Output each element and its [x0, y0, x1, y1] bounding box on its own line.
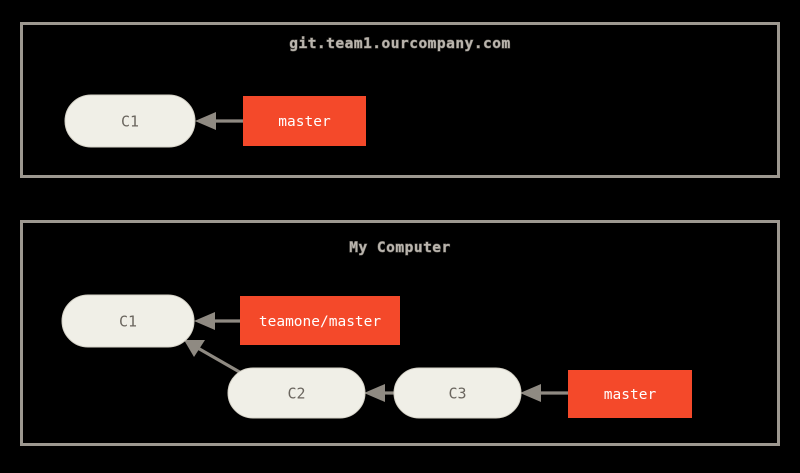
branch-shape [240, 296, 400, 345]
arrow-head [364, 384, 385, 402]
panel-remote-server: git.team1.ourcompany.com C1 master [20, 22, 780, 178]
commit-label: C1 [119, 313, 137, 331]
branch-label: teamone/master [259, 314, 381, 330]
commit-node-c1-remote: C1 [64, 94, 196, 148]
commit-shape [393, 367, 522, 419]
arrow-head [520, 384, 541, 402]
commit-shape [227, 367, 366, 419]
commit-label: C3 [448, 385, 466, 403]
commit-node-c3-local: C3 [393, 367, 522, 419]
commit-node-c2-local: C2 [227, 367, 366, 419]
commit-node-c1-local: C1 [61, 294, 195, 348]
arrow-head [184, 340, 205, 357]
arrow-master-to-c1-remote [195, 112, 243, 130]
branch-shape [568, 370, 692, 418]
arrow-c3-to-c2-local [364, 384, 394, 402]
panel-title-local-computer: My Computer [349, 240, 451, 256]
commit-shape [61, 294, 195, 348]
arrow-head [194, 312, 215, 330]
panel-title-remote-server: git.team1.ourcompany.com [289, 36, 511, 52]
panel-frame-remote-server [20, 22, 780, 178]
commit-label: C2 [287, 385, 305, 403]
branch-label: master [278, 114, 331, 130]
branch-label: master [604, 387, 657, 403]
arrow-teamone-master-to-c1-local [194, 312, 240, 330]
arrow-head [195, 112, 216, 130]
panel-frame-local-computer [20, 220, 780, 446]
commit-label: C1 [121, 113, 139, 131]
branch-box-master-local: master [568, 370, 692, 418]
branch-box-master-remote: master [243, 96, 366, 146]
branch-box-teamone-master-local: teamone/master [240, 296, 400, 345]
arrow-master-to-c3-local [520, 384, 568, 402]
panel-local-computer: My Computer [20, 220, 780, 446]
branch-shape [243, 96, 366, 146]
